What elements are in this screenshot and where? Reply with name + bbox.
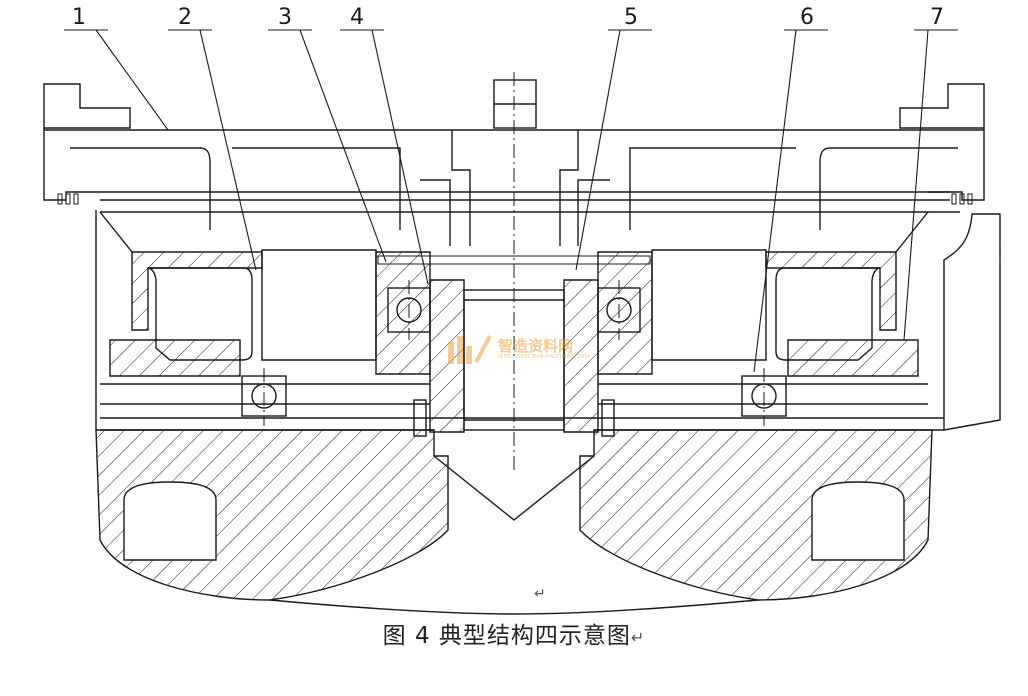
callout-7: 7 (903, 5, 958, 341)
central-hub (377, 255, 651, 433)
callout-label-1: 1 (72, 5, 86, 30)
base-rails (100, 383, 944, 437)
callout-label-5: 5 (624, 5, 638, 30)
callout-5: 5 (575, 5, 652, 271)
callout-2: 2 (168, 5, 257, 271)
caption-text: 图 4 典型结构四示意图 (382, 623, 631, 649)
right-housing (597, 211, 929, 377)
callout-1: 1 (64, 5, 169, 131)
callout-4: 4 (340, 5, 429, 285)
caption-return-mark: ↵ (630, 628, 646, 647)
callouts: 1 2 3 4 5 6 7 (64, 5, 958, 373)
callout-label-3: 3 (278, 5, 292, 30)
watermark-brand: 智造资料网 (498, 337, 574, 355)
callout-label-7: 7 (930, 5, 944, 30)
watermark-bars-icon (448, 335, 492, 364)
left-housing (99, 211, 431, 377)
callout-label-2: 2 (178, 5, 192, 30)
callout-label-6: 6 (800, 5, 814, 30)
callout-6: 6 (753, 5, 828, 373)
callout-label-4: 4 (350, 5, 364, 30)
figure-caption: 图 4 典型结构四示意图↵ (0, 616, 1028, 650)
callout-3: 3 (268, 5, 387, 263)
watermark-logo: 智造资料网 INTELLIGENT MANUFACTURING DATA (446, 332, 596, 368)
return-mark: ↵ (534, 586, 546, 602)
centerlines (58, 72, 976, 470)
watermark-sub: INTELLIGENT MANUFACTURING DATA (498, 354, 591, 360)
base-casting (95, 210, 1001, 615)
